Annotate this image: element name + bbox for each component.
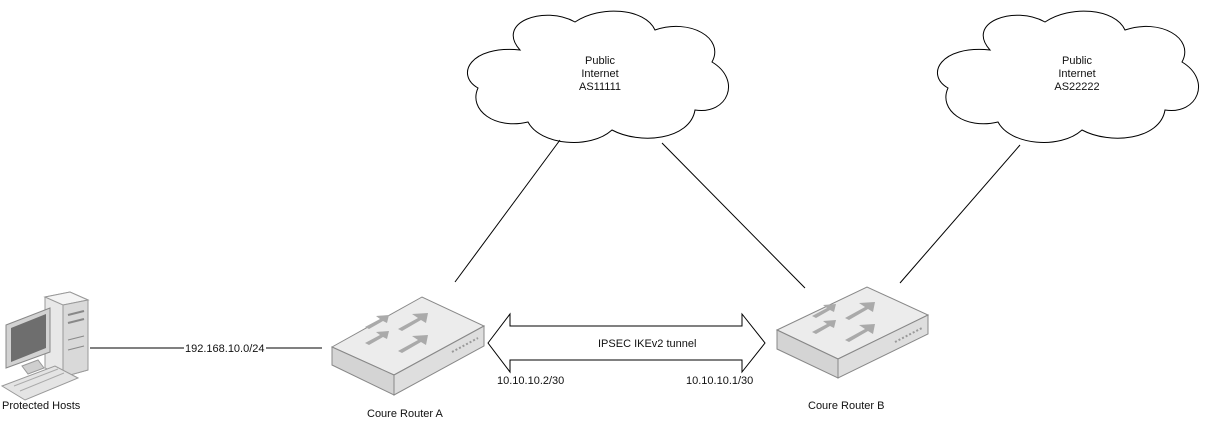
link-cloud1-routerB [661,142,806,289]
router-a-icon [330,296,486,396]
workstation-icon [0,291,90,401]
router-b-ip-label: 10.10.10.1/30 [686,375,754,387]
ipsec-tunnel-arrow [487,312,766,374]
router-a-ip-label: 10.10.10.2/30 [497,375,565,387]
cloud-as22222 [937,10,1199,143]
cloud1-line3: AS11111 [579,81,621,93]
cloud-label-as22222: Public Internet AS22222 [1032,55,1122,94]
router-b-icon [775,286,930,379]
lan-subnet-label: 192.168.10.0/24 [184,343,266,355]
cloud1-line2: Internet [581,68,619,80]
cloud2-line1: Public [1062,55,1092,67]
cloud1-line1: Public [585,55,615,67]
tunnel-label: IPSEC IKEv2 tunnel [598,338,697,350]
cloud2-line3: AS22222 [1054,81,1100,93]
cloud2-line2: Internet [1058,68,1096,80]
link-routerB-cloud2 [899,144,1021,284]
link-routerA-cloud1 [454,139,561,283]
router-a-label: Coure Router A [367,408,443,420]
protected-hosts-label: Protected Hosts [2,400,81,412]
cloud-as11111 [467,10,729,143]
router-b-label: Coure Router B [808,400,885,412]
cloud-label-as11111: Public Internet AS11111 [555,55,645,94]
